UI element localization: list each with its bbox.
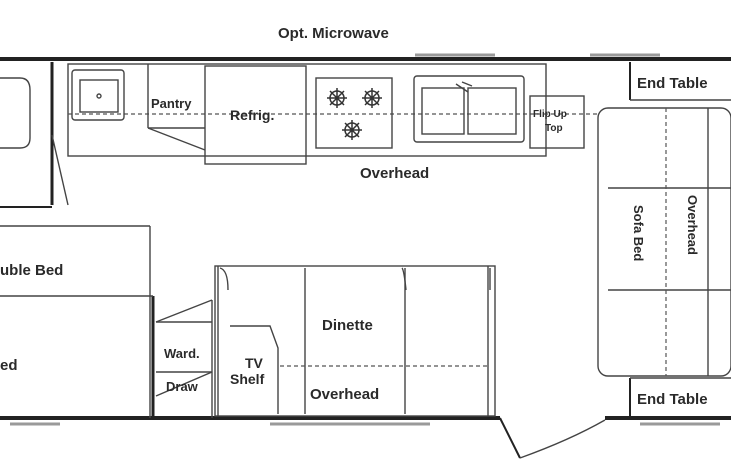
flip-up-top-label: Top [545, 123, 563, 134]
pantry-label: Pantry [151, 96, 192, 111]
bathroom [0, 62, 69, 208]
overhead-kitchen-label: Overhead [360, 165, 429, 182]
refrigerator: Refrig. [204, 65, 307, 165]
double-sink-icon [413, 75, 525, 143]
refrig-label: Refrig. [230, 107, 274, 123]
sink-icon [71, 69, 125, 121]
opt-microwave-label: Opt. Microwave [278, 25, 389, 42]
shelf-label: Shelf [230, 371, 265, 387]
tv-label: TV [245, 355, 264, 371]
bed-label: ed [0, 357, 18, 374]
draw-label: Draw [166, 379, 199, 394]
flip-up-top: Flip Up Top [529, 95, 585, 149]
sofa-bed-label: Sofa Bed [631, 205, 646, 261]
pantry: Pantry [147, 64, 206, 151]
overhead-dinette-label: Overhead [310, 386, 379, 403]
stove-burner-icon [315, 77, 393, 149]
dinette-label: Dinette [322, 317, 373, 334]
exterior-walls [0, 57, 731, 459]
flip-up-label: Flip Up [533, 109, 567, 120]
kitchen-counter [67, 63, 600, 157]
overhead-sofa-label: Overhead [685, 195, 700, 255]
end-table-top-label: End Table [637, 75, 708, 92]
dinette: Dinette Overhead TV Shelf [214, 265, 496, 417]
bedroom: uble Bed ed [0, 225, 155, 418]
windows [10, 53, 720, 426]
end-table-bottom-label: End Table [637, 391, 708, 408]
lounge: End Table Sofa Bed Overhead End Table [597, 62, 731, 418]
ward-label: Ward. [164, 346, 200, 361]
double-bed-label: uble Bed [0, 262, 63, 279]
wardrobe: Ward. Draw [155, 299, 213, 418]
